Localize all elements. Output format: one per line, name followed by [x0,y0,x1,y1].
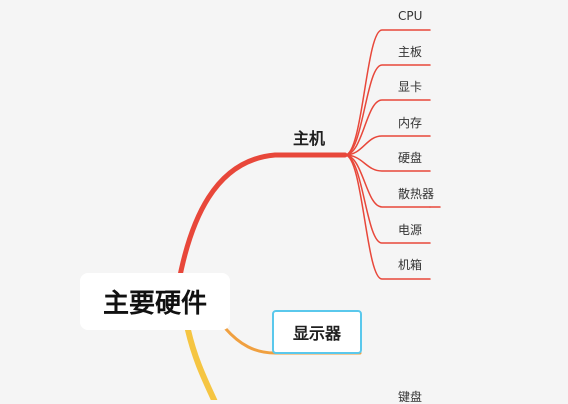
branch-node-display[interactable]: 显示器 [272,310,362,354]
connector-host-leaf-0 [344,29,431,156]
leaf-disk[interactable]: 硬盘 [398,151,423,165]
connector-host-leaf-3 [344,135,431,156]
branch-label-display: 显示器 [292,324,341,343]
leaf-keyboard[interactable]: 键盘 [398,390,423,404]
branch-label-host: 主机 [293,129,326,148]
root-label: 主要硬件 [102,289,207,319]
leaf-motherboard[interactable]: 主板 [398,45,423,59]
root-node[interactable]: 主要硬件 [80,273,230,330]
connector-root-host [175,152,348,289]
branch-node-host[interactable]: 主机 [293,125,325,149]
leaf-psu[interactable]: 电源 [398,223,423,237]
connector-host-leaf-7 [344,154,431,280]
leaf-memory[interactable]: 内存 [398,116,423,130]
leaf-case[interactable]: 机箱 [398,258,423,272]
connector-host-leaf-5 [344,154,431,208]
leaf-cooler[interactable]: 散热器 [398,187,435,201]
connector-host-leaf-1 [344,64,431,156]
connector-root-bottom [185,327,218,400]
connector-host-leaf-4 [344,154,431,172]
connector-host-leaf-2 [344,99,431,156]
leaf-gpu[interactable]: 显卡 [398,80,423,94]
leaf-cpu[interactable]: CPU [398,9,423,23]
